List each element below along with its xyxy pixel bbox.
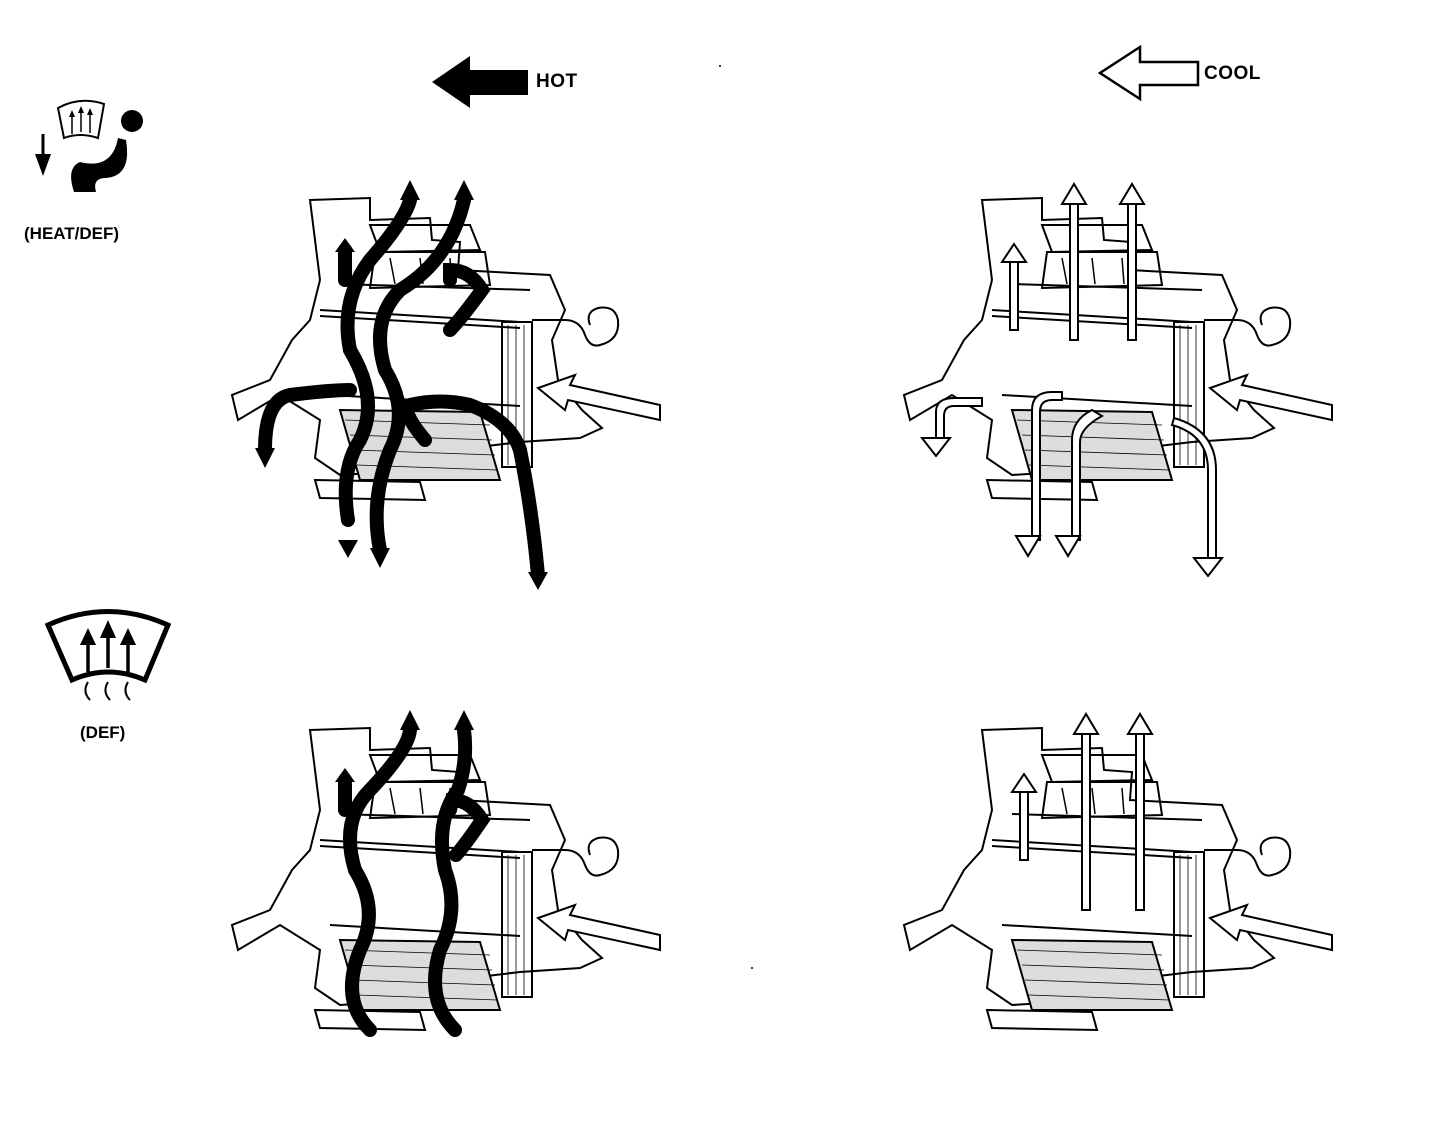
heat-def-mode-icon (35, 99, 143, 192)
panel-def-cool (903, 712, 1333, 1031)
hot-legend-arrow-icon (432, 56, 528, 108)
defrost-mode-icon (44, 609, 172, 701)
hot-legend-label: HOT (536, 71, 578, 92)
cool-legend-arrow-icon (1097, 44, 1200, 102)
hot-airflow-arrows-icon (338, 723, 491, 1037)
panel-heat-def-cool (903, 182, 1333, 578)
def-mode-label: (DEF) (80, 723, 126, 742)
cool-airflow-arrows-icon (919, 182, 1225, 578)
panel-def-hot (231, 710, 661, 1037)
panel-heat-def-hot (231, 180, 661, 590)
heat-def-mode-label: (HEAT/DEF) (24, 224, 120, 243)
cool-airflow-arrows-icon (1010, 712, 1154, 911)
hot-airflow-arrows-icon (258, 193, 545, 582)
cool-legend-label: COOL (1204, 63, 1261, 84)
